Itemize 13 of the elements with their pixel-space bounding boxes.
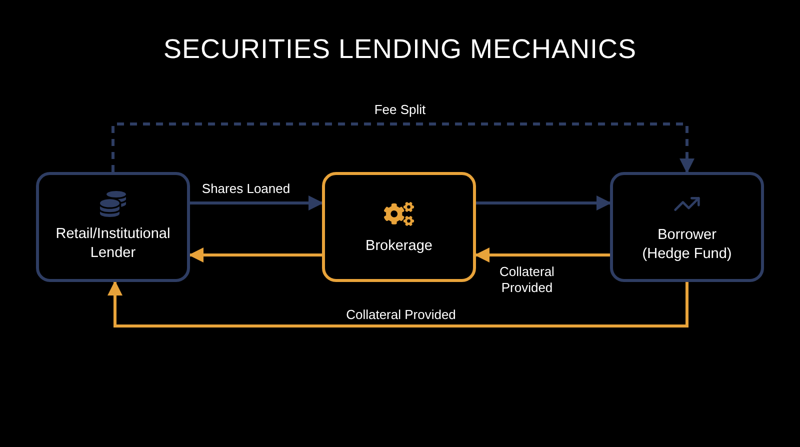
dashed-arrow bbox=[112, 122, 694, 174]
arrow bbox=[190, 196, 324, 210]
node-label: Borrower (Hedge Fund) bbox=[641, 226, 733, 264]
diagram-title: SECURITIES LENDING MECHANICS bbox=[163, 34, 637, 65]
process-box bbox=[36, 172, 190, 282]
node-label: Retail/Institutional Lender bbox=[54, 225, 172, 263]
arrow bbox=[108, 280, 688, 328]
process-box bbox=[322, 172, 476, 282]
arrow bbox=[474, 248, 610, 262]
process-box bbox=[610, 172, 764, 282]
arrow bbox=[476, 196, 612, 210]
arrow bbox=[188, 248, 322, 262]
node-label: Brokerage bbox=[366, 236, 432, 256]
